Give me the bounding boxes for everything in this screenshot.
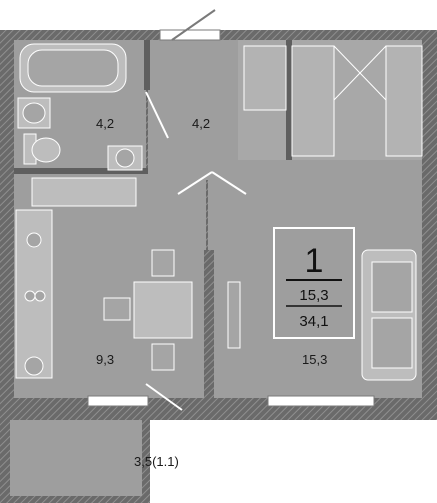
hallway-area-label: 4,2: [192, 116, 210, 131]
tv-stand: [227, 281, 241, 349]
window-bath: [159, 29, 221, 41]
living-area-label: 15,3: [302, 352, 327, 367]
badge-living-area: 15,3: [299, 287, 328, 304]
wardrobe: [243, 45, 423, 157]
storage-wall: [286, 40, 292, 160]
kitchen-counter: [15, 177, 137, 379]
balcony-door: [145, 383, 183, 411]
window-kitchen: [87, 395, 149, 407]
living-door: [211, 171, 247, 195]
balcony-floor: [10, 420, 142, 496]
badge-rooms-count: 1: [305, 242, 324, 280]
dining-set: [103, 249, 193, 371]
bath-kitchen-wall: [14, 168, 148, 174]
bath-door: [145, 91, 169, 139]
bathroom-area-label: 4,2: [96, 116, 114, 131]
kitchen-living-wall: [204, 250, 214, 400]
washing-machine: [107, 145, 143, 171]
kitchen-area-label: 9,3: [96, 352, 114, 367]
toilet: [23, 133, 61, 165]
badge-total-area: 34,1: [299, 313, 328, 330]
kitchen-door: [177, 171, 213, 195]
area-badge: 1 15,3 34,1: [273, 227, 355, 339]
sink: [17, 97, 51, 129]
entrance-door: [171, 9, 216, 41]
sofa: [361, 249, 417, 381]
bath-hall-wall: [144, 40, 150, 90]
balcony-area-label: 3,5(1.1): [134, 454, 179, 469]
window-living: [267, 395, 375, 407]
bathtub: [19, 43, 127, 93]
